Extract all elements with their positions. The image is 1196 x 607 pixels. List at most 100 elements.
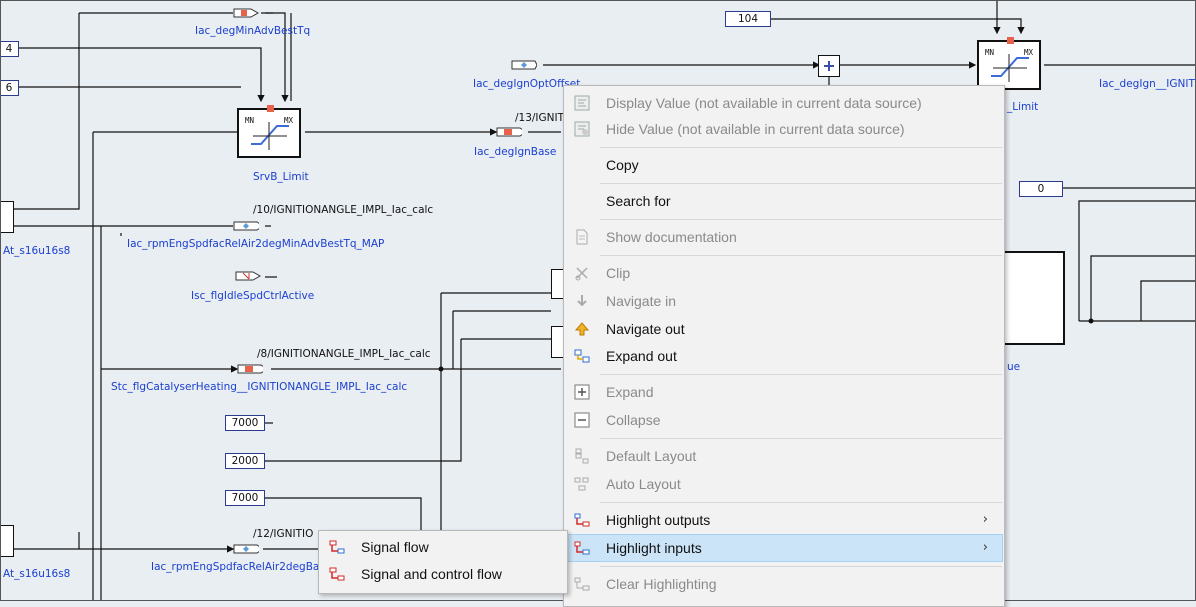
signal-port-icon[interactable] [237, 364, 263, 374]
menu-item-label: Display Value (not available in current … [606, 95, 922, 111]
block-label[interactable]: SrvB_Limit [253, 171, 309, 183]
left-block-1[interactable] [1, 201, 14, 233]
menu-separator [600, 374, 1002, 375]
menu-item-label: Hide Value (not available in current dat… [606, 121, 905, 137]
signal-label[interactable]: Iac_degIgnOptOffset [473, 78, 581, 90]
menu-item-expand-out[interactable]: Expand out [566, 343, 1002, 369]
navigate-out-icon [574, 321, 590, 337]
block-label[interactable]: ue [1007, 361, 1021, 373]
menu-item-label: Expand out [606, 348, 677, 364]
signal-label[interactable]: Iac_degMinAdvBestTq [195, 25, 311, 37]
signal-label[interactable]: At_s16u16s8 [3, 245, 71, 257]
menu-separator [600, 438, 1002, 439]
signal-port-icon[interactable] [233, 544, 259, 554]
expand-out-icon [574, 348, 590, 364]
menu-item-label: Highlight inputs [606, 540, 702, 556]
constant-box[interactable]: 7000 [225, 490, 265, 506]
menu-item-clip[interactable]: Clip [566, 260, 1002, 286]
limit-block[interactable]: MN MX [977, 37, 1041, 90]
menu-item-label: Default Layout [606, 448, 697, 464]
menu-separator [600, 147, 1002, 148]
block-label[interactable]: _Limit [1007, 101, 1039, 113]
signal-label[interactable]: At_s16u16s8 [3, 568, 71, 580]
signal-port-icon[interactable] [511, 60, 537, 70]
constant-box[interactable]: 7000 [225, 415, 265, 431]
plus-box-icon [574, 384, 590, 400]
left-block-2[interactable] [1, 525, 14, 557]
signal-label[interactable]: Iac_rpmEngSpdfacRelAir2degBase [151, 561, 332, 573]
menu-item-highlight-outputs[interactable]: Highlight outputs › [566, 507, 1002, 533]
menu-item-collapse[interactable]: Collapse [566, 407, 1002, 433]
submenu-item-label: Signal and control flow [361, 566, 502, 582]
constant-box[interactable]: 104 [725, 11, 771, 27]
menu-item-highlight-inputs[interactable]: Highlight inputs › [565, 534, 1003, 562]
menu-separator [600, 255, 1002, 256]
highlight-outputs-icon [574, 512, 590, 528]
constant-box[interactable]: 2000 [225, 453, 265, 469]
submenu-item-signal-flow[interactable]: Signal flow [321, 534, 565, 560]
default-layout-icon [574, 448, 590, 464]
signal-label[interactable]: Stc_flgCatalyserHeating__IGNITIONANGLE_I… [111, 381, 408, 393]
menu-item-default-layout[interactable]: Default Layout [566, 443, 1002, 469]
clip-icon [574, 265, 590, 281]
signal-port-icon[interactable] [233, 221, 259, 231]
menu-item-auto-layout[interactable]: Auto Layout [566, 471, 1002, 497]
menu-item-clear-highlighting[interactable]: Clear Highlighting [566, 571, 1002, 597]
hide-value-icon [574, 121, 590, 137]
path-label: /10/IGNITIONANGLE_IMPL_Iac_calc [253, 204, 434, 216]
menu-item-label: Copy [606, 157, 639, 173]
menu-item-label: Clip [606, 265, 631, 281]
menu-separator [600, 219, 1002, 220]
signal-port-icon[interactable] [235, 271, 261, 281]
chevron-right-icon: › [982, 512, 988, 527]
menu-item-hide-value[interactable]: Hide Value (not available in current dat… [566, 116, 1002, 142]
context-menu: Display Value (not available in current … [563, 85, 1005, 607]
signal-label[interactable]: Isc_flgIdleSpdCtrlActive [191, 290, 315, 302]
signal-port-icon[interactable] [233, 8, 259, 18]
menu-item-label: Auto Layout [606, 476, 681, 492]
submenu-item-label: Signal flow [361, 539, 429, 555]
menu-item-label: Collapse [606, 412, 661, 428]
srvb-limit-block[interactable]: MN MX [237, 105, 301, 158]
menu-separator [600, 566, 1002, 567]
menu-item-display-value[interactable]: Display Value (not available in current … [566, 90, 1002, 116]
auto-layout-icon [574, 476, 590, 492]
path-label: /12/IGNITIO [253, 528, 314, 540]
menu-item-expand[interactable]: Expand [566, 379, 1002, 405]
navigate-in-icon [574, 293, 590, 309]
highlight-inputs-icon [574, 540, 590, 556]
minus-box-icon [574, 412, 590, 428]
menu-item-navigate-in[interactable]: Navigate in [566, 288, 1002, 314]
constant-box[interactable]: 6 [1, 80, 19, 96]
signal-control-flow-icon [329, 566, 345, 582]
menu-item-copy[interactable]: Copy [566, 152, 1002, 178]
menu-item-navigate-out[interactable]: Navigate out [566, 316, 1002, 342]
menu-item-label: Highlight outputs [606, 512, 711, 528]
path-label: /8/IGNITIONANGLE_IMPL_Iac_calc [257, 348, 431, 360]
menu-item-label: Navigate in [606, 293, 677, 309]
clear-highlight-icon [574, 576, 590, 592]
path-label: /13/IGNIT [515, 112, 565, 124]
signal-flow-icon [329, 539, 345, 555]
menu-item-label: Search for [606, 193, 671, 209]
submenu-item-signal-and-control-flow[interactable]: Signal and control flow [321, 561, 565, 587]
signal-label[interactable]: Iac_degIgn__IGNIT [1099, 78, 1195, 90]
signal-port-icon[interactable] [496, 127, 522, 137]
document-icon [574, 229, 590, 245]
function-block[interactable] [1001, 251, 1065, 345]
constant-box[interactable]: 4 [1, 41, 19, 57]
menu-separator [600, 183, 1002, 184]
menu-item-label: Show documentation [606, 229, 737, 245]
menu-item-show-documentation[interactable]: Show documentation [566, 224, 1002, 250]
signal-label[interactable]: Iac_rpmEngSpdfacRelAir2degMinAdvBestTq_M… [127, 238, 385, 250]
signal-label[interactable]: Iac_degIgnBase [474, 146, 557, 158]
menu-item-search-for[interactable]: Search for [566, 188, 1002, 214]
constant-box[interactable]: 0 [1019, 181, 1063, 197]
menu-item-label: Navigate out [606, 321, 685, 337]
display-value-icon [574, 95, 590, 111]
chevron-right-icon: › [982, 540, 988, 555]
menu-item-label: Expand [606, 384, 654, 400]
adder-block[interactable] [818, 55, 840, 77]
